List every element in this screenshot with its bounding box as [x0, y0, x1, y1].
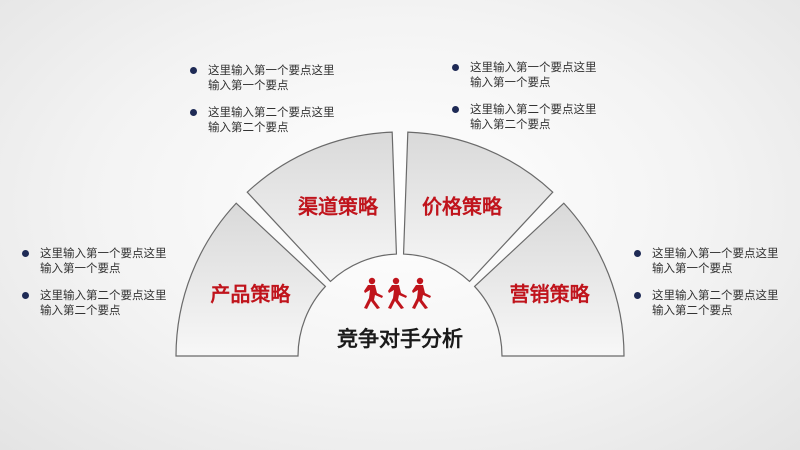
list-item: 这里输入第一个要点这里输入第一个要点 — [22, 246, 172, 276]
note-text: 这里输入第二个要点这里输入第二个要点 — [40, 288, 167, 317]
strategy-segment — [402, 131, 554, 283]
note-text: 这里输入第二个要点这里输入第二个要点 — [208, 105, 335, 134]
bullet-dot — [190, 109, 197, 116]
strategy-segment — [175, 202, 327, 357]
bullet-dot — [452, 106, 459, 113]
note-text: 这里输入第一个要点这里输入第一个要点 — [40, 246, 167, 275]
list-item: 这里输入第二个要点这里输入第二个要点 — [634, 288, 784, 318]
list-item: 这里输入第二个要点这里输入第二个要点 — [22, 288, 172, 318]
note-text: 这里输入第一个要点这里输入第一个要点 — [208, 63, 335, 92]
list-item: 这里输入第一个要点这里输入第一个要点 — [190, 63, 340, 93]
bullet-dot — [22, 292, 29, 299]
bullet-dot — [190, 67, 197, 74]
notes-left: 这里输入第一个要点这里输入第一个要点 这里输入第二个要点这里输入第二个要点 — [22, 246, 172, 330]
strategy-segment — [473, 202, 625, 357]
center-title: 竞争对手分析 — [337, 327, 463, 351]
list-item: 这里输入第一个要点这里输入第一个要点 — [634, 246, 784, 276]
strategy-arc — [175, 131, 625, 357]
list-item: 这里输入第二个要点这里输入第二个要点 — [190, 105, 340, 135]
bullet-dot — [22, 250, 29, 257]
note-text: 这里输入第一个要点这里输入第一个要点 — [470, 60, 597, 89]
note-text: 这里输入第二个要点这里输入第二个要点 — [470, 102, 597, 131]
notes-right: 这里输入第一个要点这里输入第一个要点 这里输入第二个要点这里输入第二个要点 — [634, 246, 784, 330]
strategy-segment — [246, 131, 398, 283]
list-item: 这里输入第二个要点这里输入第二个要点 — [452, 102, 602, 132]
bullet-dot — [634, 292, 641, 299]
notes-top-left: 这里输入第一个要点这里输入第一个要点 这里输入第二个要点这里输入第二个要点 — [190, 63, 340, 147]
strategy-label: 渠道策略 — [298, 194, 379, 218]
list-item: 这里输入第一个要点这里输入第一个要点 — [452, 60, 602, 90]
strategy-label: 营销策略 — [510, 282, 591, 306]
strategy-label: 价格策略 — [422, 194, 503, 218]
strategy-label: 产品策略 — [210, 282, 291, 306]
bullet-dot — [634, 250, 641, 257]
notes-top-right: 这里输入第一个要点这里输入第一个要点 这里输入第二个要点这里输入第二个要点 — [452, 60, 602, 144]
note-text: 这里输入第二个要点这里输入第二个要点 — [652, 288, 779, 317]
running-people-icon — [364, 277, 431, 309]
note-text: 这里输入第一个要点这里输入第一个要点 — [652, 246, 779, 275]
bullet-dot — [452, 64, 459, 71]
